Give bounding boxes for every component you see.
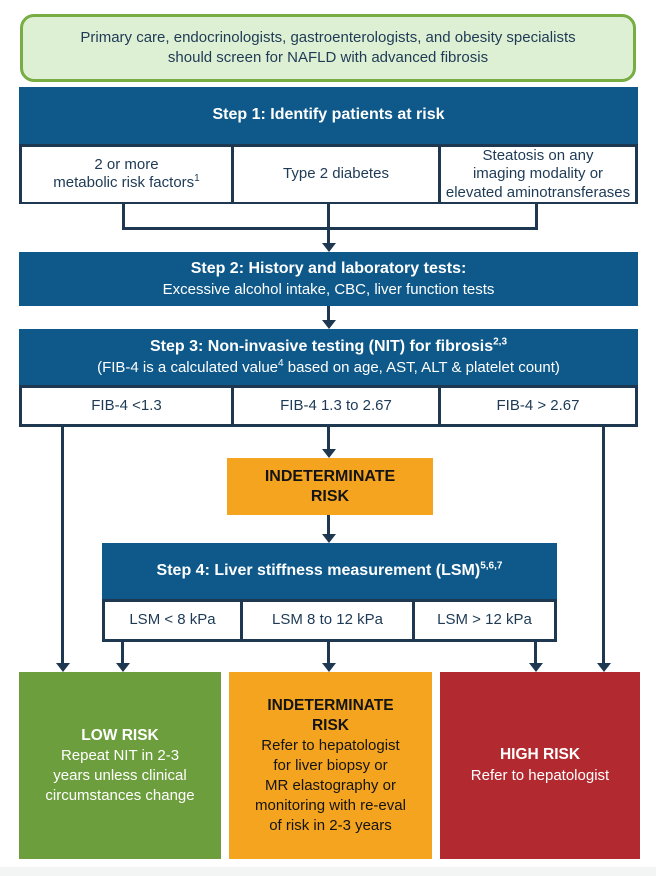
connector-line	[327, 306, 330, 320]
footer-strip	[0, 867, 656, 876]
step1-cell-diabetes: Type 2 diabetes	[231, 147, 438, 202]
low-risk-title: LOW RISK	[81, 726, 159, 744]
connector-line	[534, 642, 537, 663]
arrow-down-icon	[529, 663, 543, 672]
arrow-down-icon	[322, 449, 336, 458]
indeterminate-risk-box: INDETERMINATE RISK Refer to hepatologist…	[229, 672, 432, 859]
step4-cell-lsm-high: LSM > 12 kPa	[412, 602, 554, 639]
connector-line	[535, 204, 538, 230]
connector-line	[327, 642, 330, 663]
step4-cells: LSM < 8 kPa LSM 8 to 12 kPa LSM > 12 kPa	[102, 599, 557, 642]
screening-banner-text: Primary care, endocrinologists, gastroen…	[80, 28, 576, 66]
footnote-5-6-7: 5,6,7	[480, 560, 503, 572]
footnote-4: 4	[278, 357, 284, 369]
step3-subtitle: (FIB-4 is a calculated value4 based on a…	[97, 357, 560, 376]
arrow-down-icon	[116, 663, 130, 672]
step2-box: Step 2: History and laboratory tests: Ex…	[19, 252, 638, 306]
high-risk-box: HIGH RISK Refer to hepatologist	[440, 672, 640, 859]
footnote-2-3: 2,3	[493, 336, 508, 348]
step1-cell-metabolic: 2 or more metabolic risk factors1	[22, 147, 231, 202]
step1-cell-steatosis: Steatosis on any imaging modality or ele…	[438, 147, 635, 202]
step3-cell-fib4-high: FIB-4 > 2.67	[438, 388, 635, 424]
indeterminate-risk-midbox: INDETERMINATE RISK	[227, 458, 433, 515]
step1-title: Step 1: Identify patients at risk	[212, 106, 445, 124]
step2-title: Step 2: History and laboratory tests:	[190, 259, 467, 277]
arrow-down-icon	[322, 663, 336, 672]
connector-line	[122, 204, 125, 230]
step3-header: Step 3: Non-invasive testing (NIT) for f…	[19, 329, 638, 385]
connector-line-low-path	[61, 427, 64, 663]
connector-line	[327, 204, 330, 243]
arrow-down-icon	[322, 534, 336, 543]
step3-cells: FIB-4 <1.3 FIB-4 1.3 to 2.67 FIB-4 > 2.6…	[19, 385, 638, 427]
arrow-down-icon	[597, 663, 611, 672]
step3-title: Step 3: Non-invasive testing (NIT) for f…	[149, 336, 508, 355]
connector-line	[327, 427, 330, 449]
step1-cells: 2 or more metabolic risk factors1 Type 2…	[19, 144, 638, 204]
connector-line	[122, 227, 538, 230]
step2-subtitle: Excessive alcohol intake, CBC, liver fun…	[162, 280, 495, 298]
connector-line	[327, 515, 330, 534]
step4-cell-lsm-mid: LSM 8 to 12 kPa	[240, 602, 412, 639]
step4-header: Step 4: Liver stiffness measurement (LSM…	[102, 543, 557, 599]
footnote-1: 1	[194, 173, 200, 185]
step3-cell-fib4-mid: FIB-4 1.3 to 2.67	[231, 388, 438, 424]
screening-banner: Primary care, endocrinologists, gastroen…	[20, 14, 636, 82]
connector-line-high-path	[602, 427, 605, 663]
arrow-down-icon	[56, 663, 70, 672]
step4-cell-lsm-low: LSM < 8 kPa	[105, 602, 240, 639]
low-risk-box: LOW RISK Repeat NIT in 2-3 years unless …	[19, 672, 221, 859]
step3-cell-fib4-low: FIB-4 <1.3	[22, 388, 231, 424]
connector-line	[121, 642, 124, 663]
high-risk-title: HIGH RISK	[499, 746, 581, 764]
step4-title: Step 4: Liver stiffness measurement (LSM…	[156, 560, 503, 579]
indeterminate-risk-title: INDETERMINATE	[267, 696, 394, 714]
arrow-down-icon	[322, 243, 336, 252]
arrow-down-icon	[322, 320, 336, 329]
step1-header: Step 1: Identify patients at risk	[19, 87, 638, 144]
